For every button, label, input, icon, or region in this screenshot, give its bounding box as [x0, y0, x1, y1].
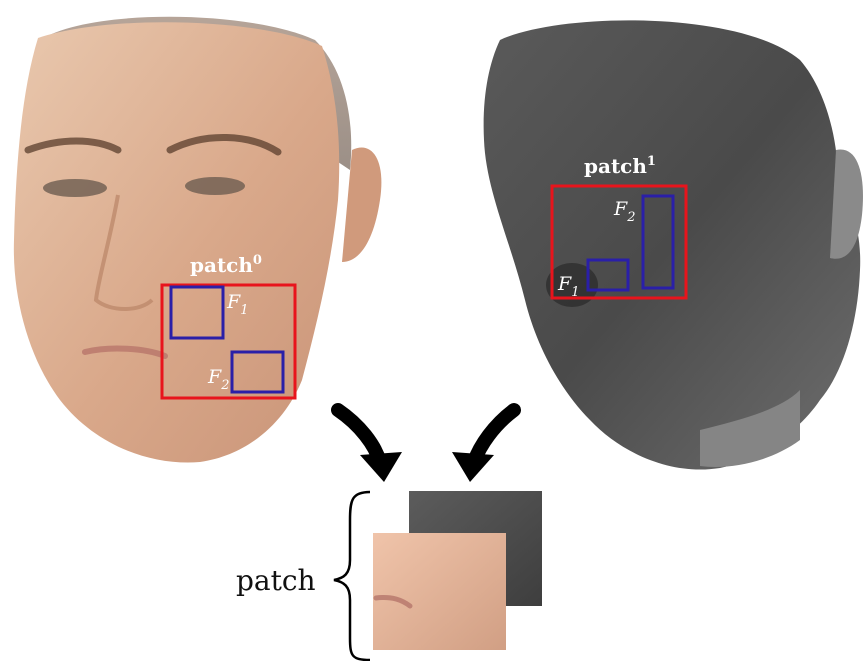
arrow-right — [452, 403, 521, 482]
rgb-face-ear — [342, 147, 382, 262]
depth-face-image: patch1 F1 F2 — [483, 20, 863, 470]
combined-patch-label: patch — [236, 564, 316, 597]
rgb-face-eye-left — [43, 179, 107, 197]
depth-feature-box-2 — [641, 194, 675, 290]
rgb-face-brow-right — [166, 133, 282, 156]
depth-feature-label-1: F1 — [557, 273, 579, 300]
depth-face-neck — [700, 390, 800, 467]
rgb-patch-box — [160, 283, 297, 400]
depth-patch-label: patch1 — [584, 154, 656, 178]
rgb-face-brow-left — [24, 137, 122, 154]
rgb-feature-label-1: F1 — [226, 291, 248, 318]
depth-patch-box — [550, 184, 688, 300]
depth-face-nose — [546, 263, 598, 307]
combined-rgb-patch-lip — [373, 595, 413, 609]
depth-patch-index: 1 — [647, 154, 656, 169]
rgb-feature-box-2 — [230, 350, 285, 394]
rgb-patch-index: 0 — [253, 253, 262, 268]
arrow-left — [331, 403, 402, 482]
depth-feature-box-1 — [586, 258, 630, 292]
rgb-face-nose — [93, 194, 154, 311]
depth-face-ear — [830, 149, 863, 259]
rgb-face-skin — [13, 22, 340, 463]
rgb-face-mouth — [82, 345, 168, 359]
rgb-face-image: patch0 F1 F2 — [13, 16, 382, 463]
rgb-patch-label: patch0 — [190, 253, 262, 277]
rgb-face-eye-right — [185, 177, 245, 195]
rgb-feature-box-1 — [169, 285, 225, 340]
depth-feature-label-2: F2 — [613, 198, 635, 225]
rgb-feature-label-2: F2 — [207, 366, 229, 393]
combined-rgb-patch — [373, 533, 506, 650]
combined-patch: patch — [236, 490, 542, 661]
combined-brace — [333, 490, 371, 661]
